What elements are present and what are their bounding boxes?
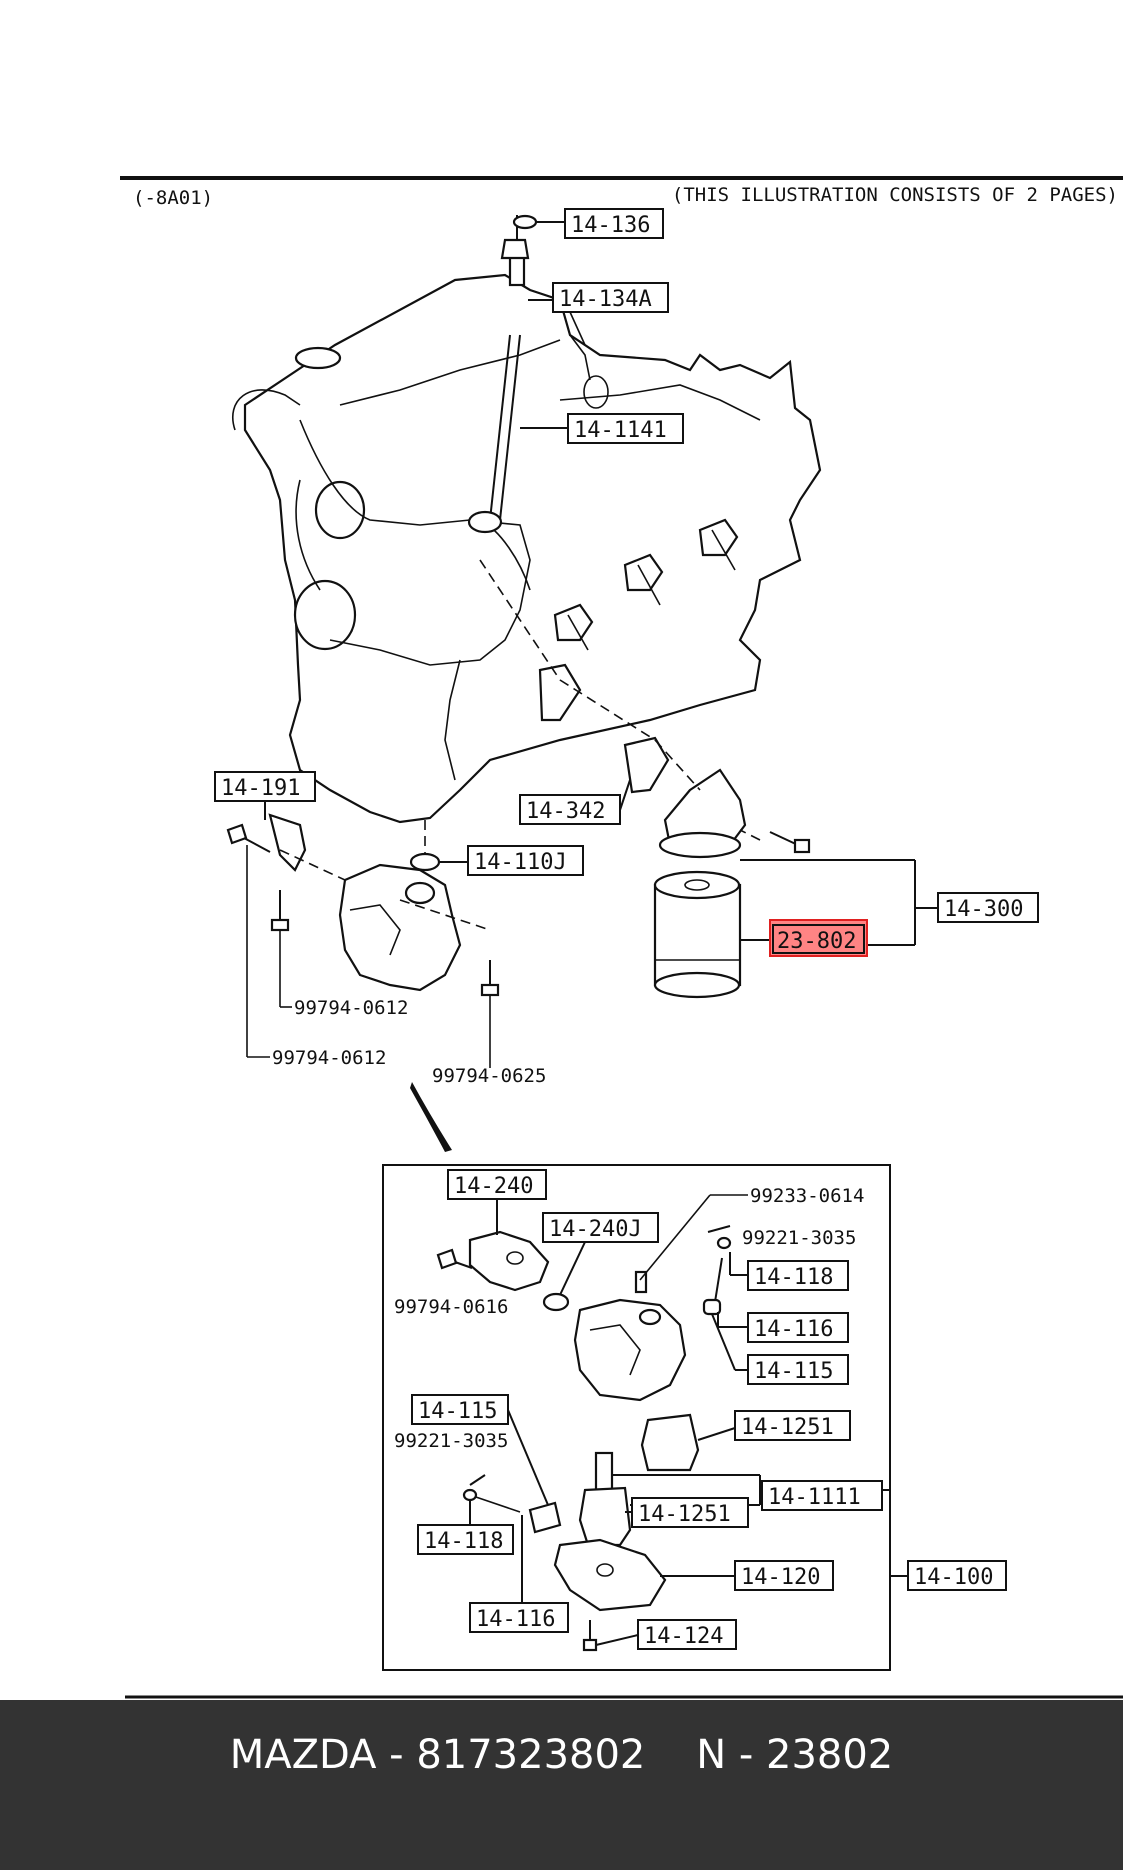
label-99221-3035-a: 99221-3035 bbox=[742, 1227, 856, 1249]
callout-box bbox=[467, 845, 584, 876]
callout-box bbox=[567, 413, 684, 444]
callout-14-115-a: 14-115 bbox=[754, 1359, 833, 1384]
callout-box bbox=[417, 1524, 514, 1555]
callout-14-124: 14-124 bbox=[644, 1624, 723, 1649]
label-99794-0625: 99794-0625 bbox=[432, 1065, 546, 1087]
label-99233-0614: 99233-0614 bbox=[750, 1185, 864, 1207]
callout-14-116-b: 14-116 bbox=[476, 1607, 555, 1632]
callout-box bbox=[747, 1312, 849, 1343]
callout-box bbox=[734, 1410, 851, 1441]
exploded-view-frame bbox=[382, 1164, 891, 1671]
engine-block-drawing bbox=[232, 214, 822, 824]
header-left-code: (-8A01) bbox=[133, 187, 213, 209]
callout-14-100: 14-100 bbox=[914, 1565, 993, 1590]
callout-box bbox=[907, 1560, 1007, 1591]
callout-14-118-b: 14-118 bbox=[424, 1529, 503, 1554]
gasket-14-110j-drawing bbox=[409, 852, 441, 872]
header-right-note: (THIS ILLUSTRATION CONSISTS OF 2 PAGES) bbox=[672, 184, 1118, 206]
footer-part-text: MAZDA - 817323802 N - 23802 bbox=[229, 1732, 894, 1778]
callout-box bbox=[637, 1619, 737, 1650]
callout-box bbox=[542, 1212, 659, 1243]
callout-box bbox=[747, 1354, 849, 1385]
callout-box bbox=[469, 1602, 569, 1633]
callout-14-110j: 14-110J bbox=[474, 850, 567, 875]
oil-filter-drawing bbox=[538, 663, 811, 999]
callout-box bbox=[747, 1260, 849, 1291]
callout-box bbox=[734, 1560, 834, 1591]
callout-box bbox=[552, 282, 669, 313]
callout-14-1111: 14-1111 bbox=[768, 1485, 861, 1510]
callout-14-1251-a: 14-1251 bbox=[741, 1415, 834, 1440]
callout-14-1251-b: 14-1251 bbox=[638, 1502, 731, 1527]
label-99794-0612-b: 99794-0612 bbox=[272, 1047, 386, 1069]
callout-14-136: 14-136 bbox=[571, 213, 650, 238]
dashed-leaders bbox=[279, 559, 761, 931]
callout-box bbox=[772, 924, 865, 954]
callout-14-300: 14-300 bbox=[944, 897, 1023, 922]
callout-box bbox=[564, 208, 664, 239]
parts-diagram: (-8A01) (THIS ILLUSTRATION CONSISTS OF 2… bbox=[120, 176, 1123, 1699]
label-99794-0616: 99794-0616 bbox=[394, 1296, 508, 1318]
callout-box bbox=[411, 1394, 509, 1425]
callout-14-115-b: 14-115 bbox=[418, 1399, 497, 1424]
callout-box bbox=[447, 1169, 547, 1200]
label-99794-0612-a: 99794-0612 bbox=[294, 997, 408, 1019]
detail-arrow bbox=[410, 1082, 452, 1152]
oil-pump-drawing bbox=[226, 813, 500, 997]
part-info-footer: MAZDA - 817323802 N - 23802 bbox=[0, 1700, 1123, 1870]
callout-14-118-a: 14-118 bbox=[754, 1265, 833, 1290]
callout-box bbox=[937, 892, 1039, 923]
callout-14-120: 14-120 bbox=[741, 1565, 820, 1590]
callout-14-116-a: 14-116 bbox=[754, 1317, 833, 1342]
callout-23-802: 23-802 bbox=[777, 929, 856, 954]
callout-14-342: 14-342 bbox=[526, 799, 605, 824]
callout-box bbox=[631, 1497, 749, 1528]
callout-14-1141: 14-1141 bbox=[574, 418, 667, 443]
callout-14-191: 14-191 bbox=[221, 776, 300, 801]
callout-box bbox=[761, 1480, 883, 1511]
callout-14-240: 14-240 bbox=[454, 1174, 533, 1199]
callout-14-240j: 14-240J bbox=[549, 1217, 642, 1242]
callout-14-134a: 14-134A bbox=[559, 287, 652, 312]
label-99221-3035-b: 99221-3035 bbox=[394, 1430, 508, 1452]
